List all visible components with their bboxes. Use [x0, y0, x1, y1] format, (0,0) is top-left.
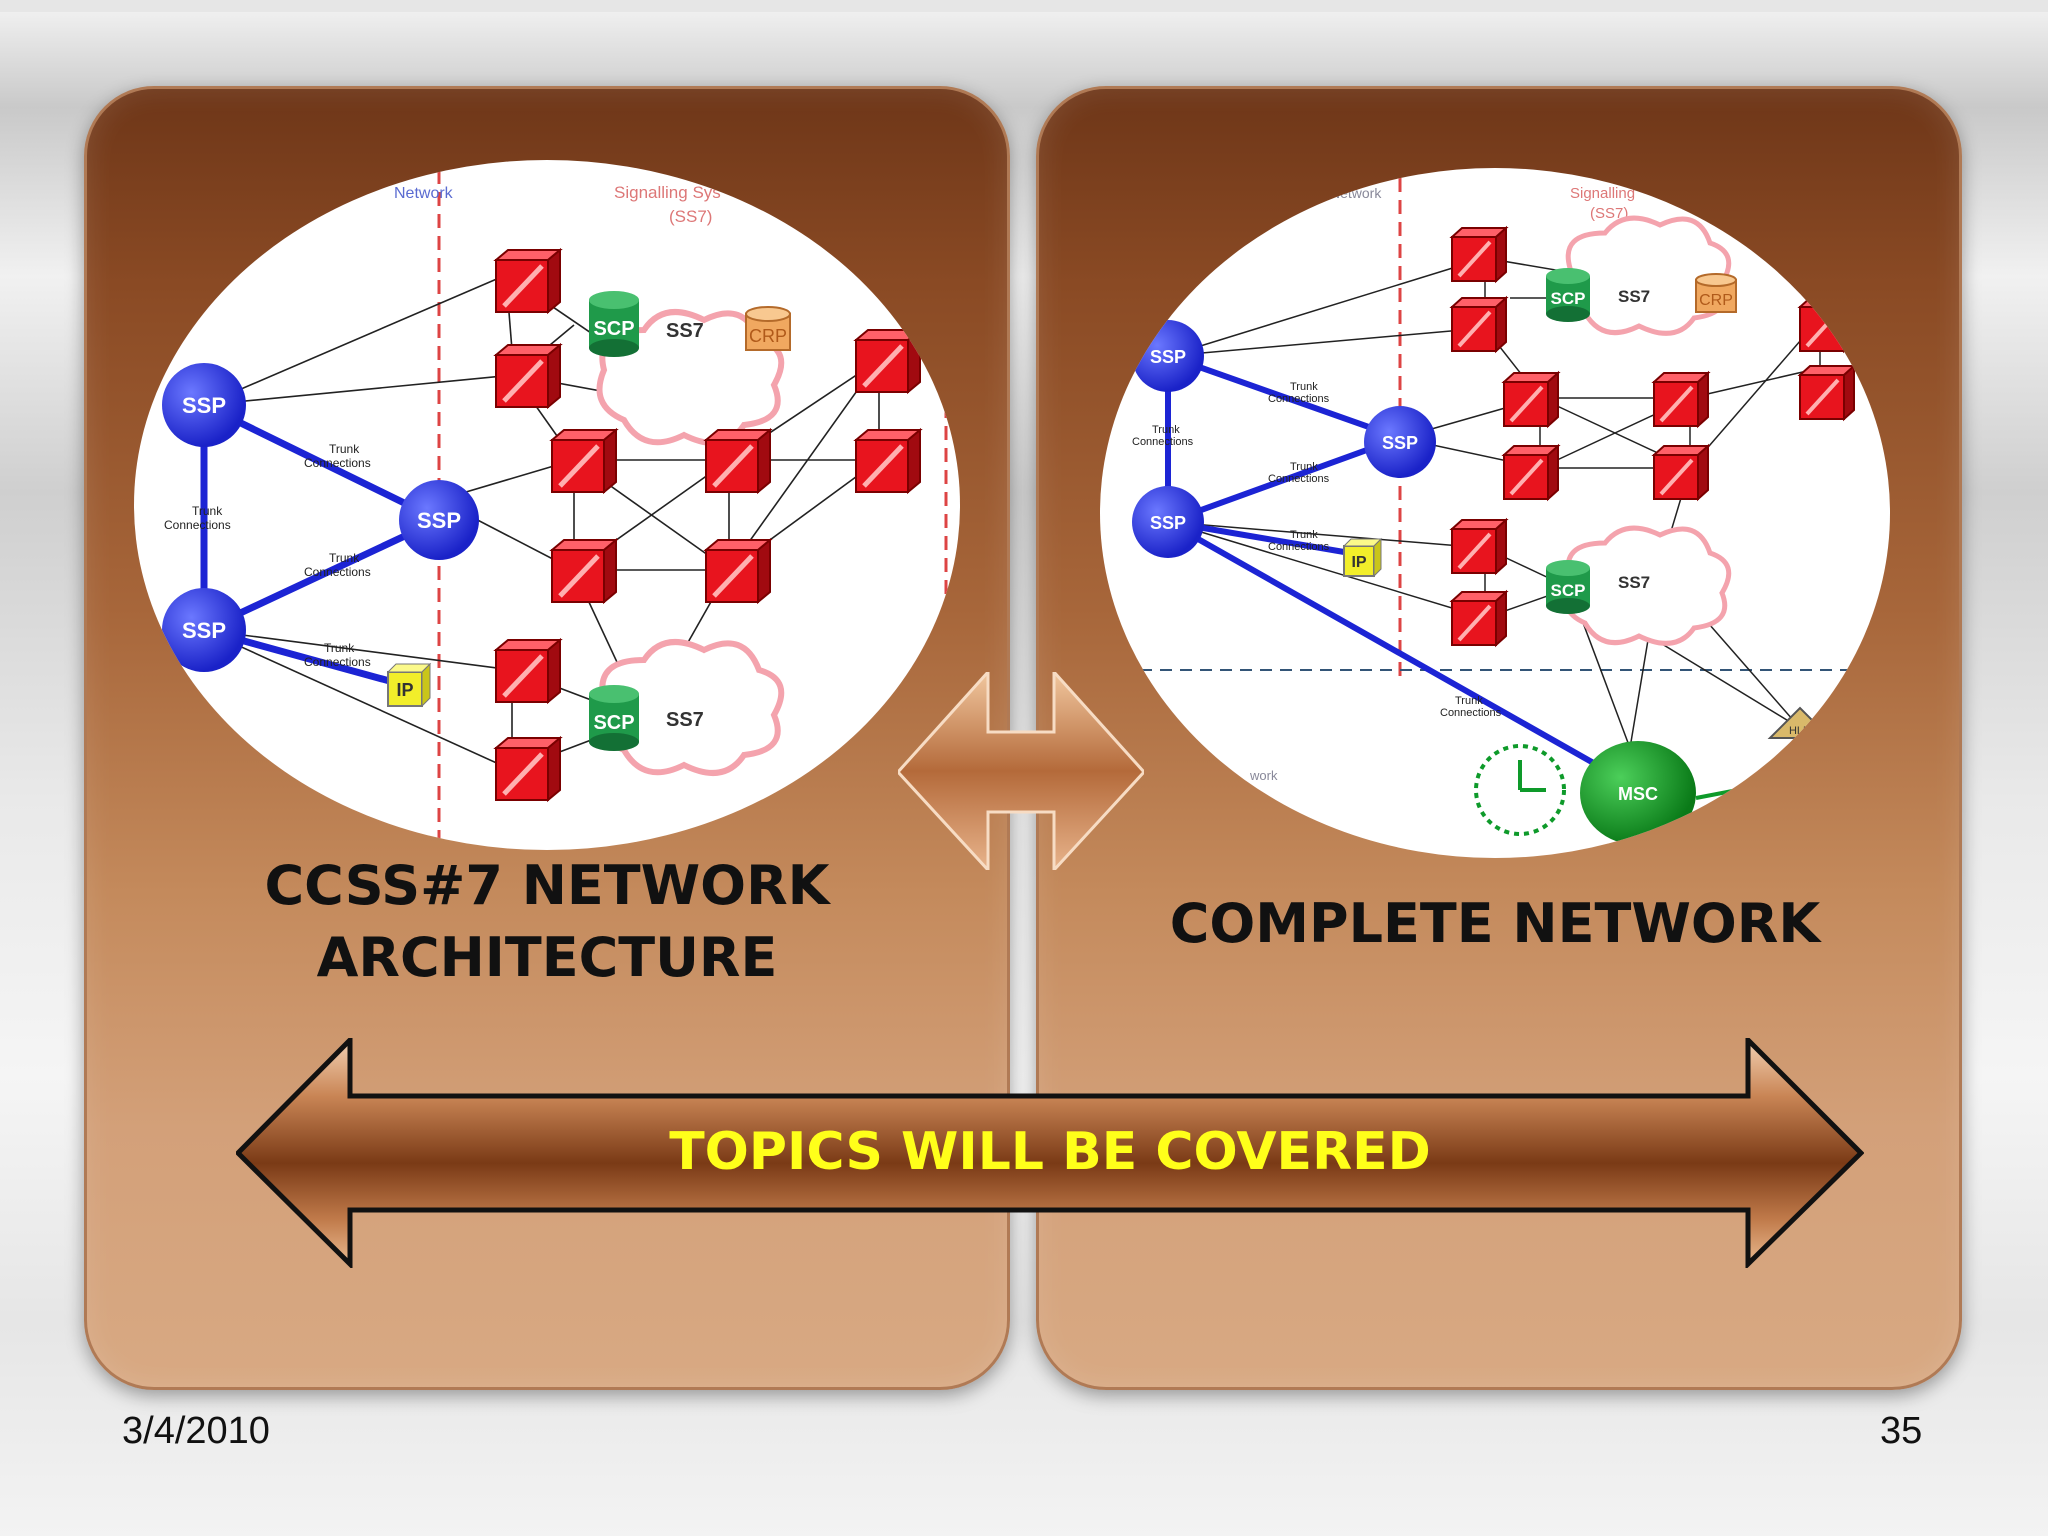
svg-text:SSP: SSP [417, 508, 461, 533]
stp-cubes [1449, 225, 1857, 648]
svg-text:Signalling: Signalling [1570, 185, 1635, 202]
ssp-node: SSP [1364, 406, 1436, 478]
svg-text:CRP: CRP [749, 326, 787, 346]
svg-text:Connections: Connections [1132, 436, 1194, 448]
svg-text:Trunk: Trunk [1290, 381, 1318, 393]
ssp-node: SSP [162, 363, 246, 447]
svg-text:Trunk: Trunk [1152, 424, 1180, 436]
svg-text:CRP: CRP [1699, 292, 1733, 309]
svg-text:SS7: SS7 [666, 320, 704, 342]
right-network-diagram: Network Signalling (SS7) work [1100, 168, 1890, 858]
slide-date: 3/4/2010 [122, 1410, 270, 1452]
svg-text:Trunk: Trunk [1290, 529, 1318, 541]
svg-text:Trunk: Trunk [329, 551, 360, 565]
svg-text:SSP: SSP [1150, 347, 1186, 367]
svg-text:SSP: SSP [182, 618, 226, 643]
svg-text:Connections: Connections [1268, 473, 1330, 485]
left-network-diagram: Network Signalling Sys (SS7) [134, 160, 960, 850]
slide-number: 35 [1880, 1410, 1923, 1452]
right-title: COMPLETE NETWORK [1169, 892, 1821, 955]
svg-text:SCP: SCP [593, 318, 634, 340]
svg-text:IP: IP [1351, 554, 1366, 571]
msc-node: MSC [1580, 741, 1696, 845]
center-double-arrow [895, 668, 1147, 875]
svg-text:SSP: SSP [1382, 433, 1418, 453]
ssp-node: SSP [1132, 486, 1204, 558]
svg-text:MSC: MSC [1618, 784, 1658, 804]
left-title: CCSS#7 NETWORK ARCHITECTURE [264, 854, 830, 989]
svg-text:Connections: Connections [164, 518, 231, 532]
svg-text:Connections: Connections [304, 655, 371, 669]
svg-text:Connections: Connections [304, 565, 371, 579]
svg-text:SCP: SCP [1551, 289, 1586, 308]
ip-node: IP [1342, 537, 1383, 578]
svg-text:Trunk: Trunk [1290, 461, 1318, 473]
crp-node: CRP [1695, 273, 1737, 313]
svg-text:SS7: SS7 [1618, 573, 1650, 592]
ip-node: IP [386, 662, 432, 708]
svg-text:IP: IP [396, 680, 413, 700]
svg-text:SS7: SS7 [666, 709, 704, 731]
clock-icon [1474, 744, 1566, 836]
svg-text:SSP: SSP [1150, 513, 1186, 533]
svg-text:HLR: HLR [1789, 725, 1811, 737]
slide-top-strip [0, 0, 2048, 12]
left-header-network: Network [394, 185, 454, 202]
topics-double-arrow [234, 1033, 1865, 1273]
scp-node: SCP [589, 291, 639, 357]
svg-text:SCP: SCP [1551, 581, 1586, 600]
svg-text:SCP: SCP [593, 712, 634, 734]
topics-label: TOPICS WILL BE COVERED [669, 1122, 1431, 1182]
scp-node: SCP [1546, 268, 1590, 322]
svg-text:Network: Network [1330, 185, 1382, 201]
svg-text:Connections: Connections [1268, 541, 1330, 553]
ssp-node: SSP [162, 588, 246, 672]
svg-text:Trunk: Trunk [329, 442, 360, 456]
scp-node: SCP [589, 685, 639, 751]
svg-text:Trunk: Trunk [1455, 695, 1483, 707]
svg-text:SS7: SS7 [1618, 287, 1650, 306]
svg-text:Connections: Connections [1440, 707, 1502, 719]
svg-text:(SS7): (SS7) [1590, 205, 1628, 222]
svg-text:Trunk: Trunk [324, 641, 355, 655]
stp-cubes [493, 247, 923, 803]
svg-text:(SS7): (SS7) [669, 207, 712, 226]
ssp-node: SSP [1132, 320, 1204, 392]
svg-text:SSP: SSP [182, 393, 226, 418]
svg-text:Trunk: Trunk [192, 504, 223, 518]
svg-text:Connections: Connections [304, 456, 371, 470]
scp-node: SCP [1546, 560, 1590, 614]
svg-text:Signalling Sys: Signalling Sys [614, 183, 721, 202]
ssp-node: SSP [399, 480, 479, 560]
svg-text:work: work [1249, 768, 1278, 783]
svg-text:Connections: Connections [1268, 393, 1330, 405]
crp-node: CRP [745, 306, 791, 351]
